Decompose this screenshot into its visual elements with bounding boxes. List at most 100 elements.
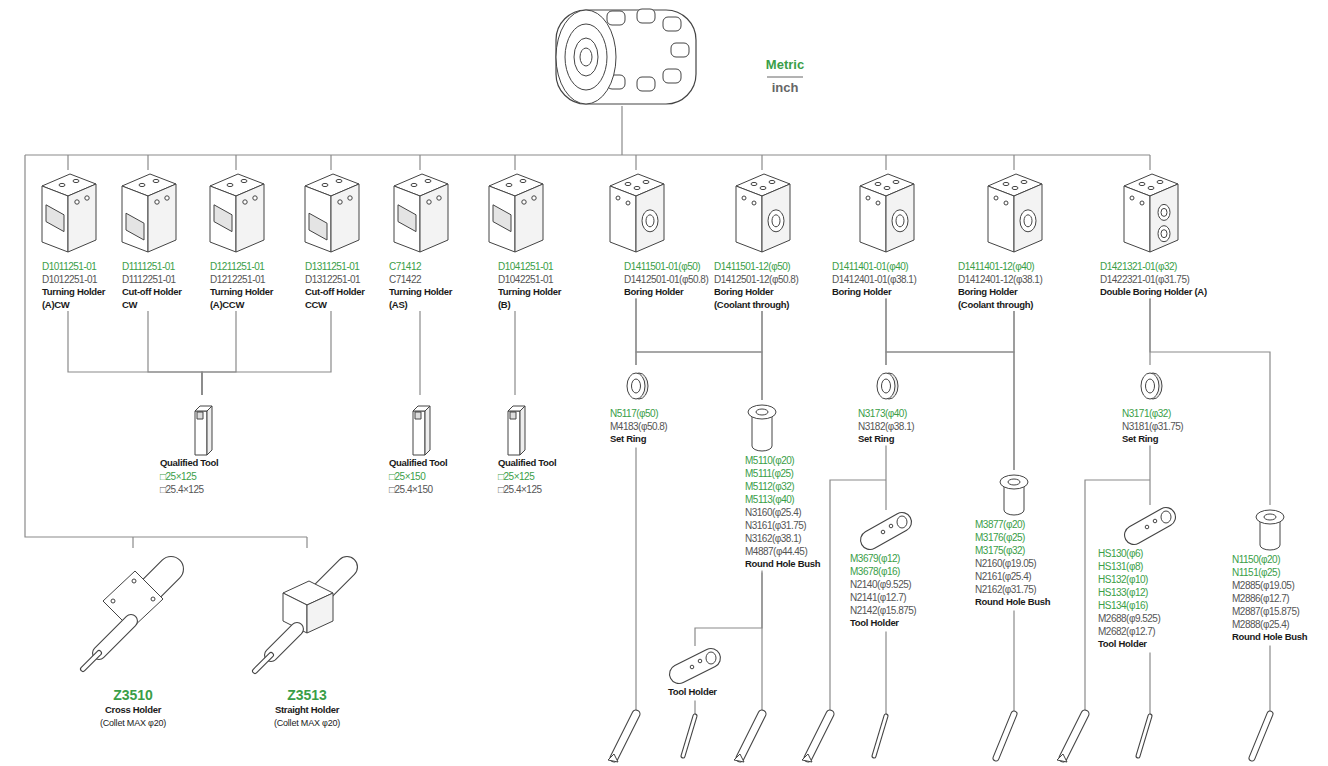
bar-tip xyxy=(608,754,618,762)
part-group: Qualified Tool□25×125□25.4×125 xyxy=(498,395,556,496)
bar-tip xyxy=(734,754,744,762)
connector-line xyxy=(419,311,420,395)
part-number: D1411401-12(φ40) xyxy=(958,260,1050,273)
part-number: D1212251-01 xyxy=(210,273,286,286)
part-name: Tool Holder xyxy=(850,617,916,630)
part-group: Tool Holder xyxy=(668,646,717,699)
holder-face xyxy=(420,184,448,252)
part-group: Z3513Straight Holder(Collet MAX φ20) xyxy=(252,548,362,729)
part-number: N3181(φ31.75) xyxy=(1122,420,1183,433)
tool-insert xyxy=(197,412,203,419)
part-number: N3161(φ31.75) xyxy=(745,519,820,532)
part-name: Tool Holder xyxy=(668,686,717,699)
bore-hole xyxy=(642,210,658,232)
part-group: D1211251-01D1212251-01Turning Holder (A)… xyxy=(210,168,286,311)
part-name: Boring Holder xyxy=(832,286,916,299)
turret-pocket xyxy=(637,77,655,91)
part-name: Turning Holder (A)CCW xyxy=(210,286,286,311)
part-group: D1411501-01(φ50)D1412501-01(φ50.8)Boring… xyxy=(624,168,708,299)
part-name: Tool Holder xyxy=(1098,638,1160,651)
holder-face xyxy=(1124,186,1150,252)
connector-line xyxy=(202,311,331,395)
part-number: □25.4×125 xyxy=(160,483,218,496)
screw-hole xyxy=(751,182,757,185)
bus-tick xyxy=(885,155,886,170)
part-note: (Collet MAX φ20) xyxy=(252,717,362,729)
holder-face xyxy=(886,184,914,252)
screw-hole xyxy=(253,196,257,200)
holder-block xyxy=(307,593,333,633)
part-group: D1011251-01D1012251-01Turning Holder (A)… xyxy=(42,168,118,311)
part-number: M3176(φ25) xyxy=(975,531,1050,544)
turret-drum xyxy=(556,10,696,104)
part-number: M2682(φ12.7) xyxy=(1098,625,1160,638)
part-name: Set Ring xyxy=(1122,433,1183,446)
boring-bar xyxy=(996,714,1014,758)
screw-hole xyxy=(1153,519,1157,523)
screw-hole xyxy=(1140,201,1144,205)
bush-hole xyxy=(756,409,768,415)
part-group: Qualified Tool□25×125□25.4×125 xyxy=(160,395,218,496)
part-number: M3678(φ16) xyxy=(850,565,916,578)
bolt-hole xyxy=(151,597,155,601)
tool-holder-bore xyxy=(1161,511,1171,523)
part-name: Round Hole Bush xyxy=(745,558,820,571)
part-name: Set Ring xyxy=(610,433,667,446)
screw-hole xyxy=(522,200,526,204)
part-number: N2161(φ25.4) xyxy=(975,570,1050,583)
part-number: M5111(φ25) xyxy=(745,467,820,480)
part-number: D1112251-01 xyxy=(122,273,198,286)
bus-tick xyxy=(306,537,307,548)
unit-rule xyxy=(767,77,803,78)
branch-line xyxy=(635,448,636,713)
tool-pin xyxy=(83,653,99,669)
part-group: HS130(φ6)HS131(φ8)HS132(φ10)HS133(φ12)HS… xyxy=(1098,505,1160,651)
part-name: Cut-off Holder CCW xyxy=(305,286,381,311)
screw-hole xyxy=(881,530,885,534)
connector-line xyxy=(202,311,236,395)
boring-bar xyxy=(740,714,762,758)
screw-hole xyxy=(75,200,79,204)
connector-line xyxy=(148,311,202,395)
screw-hole xyxy=(348,196,352,200)
turret-face xyxy=(565,24,607,90)
unit-label: inch xyxy=(745,80,825,96)
part-number: Z3513 xyxy=(252,686,362,704)
set-ring xyxy=(877,373,895,399)
collet-nose xyxy=(271,629,297,655)
screw-hole xyxy=(85,196,89,200)
part-number: N1150(φ20) xyxy=(1232,553,1307,566)
tool-shank xyxy=(508,406,525,411)
set-ring xyxy=(1141,373,1159,399)
part-number: M3175(φ32) xyxy=(975,544,1050,557)
bus-line xyxy=(25,154,1150,155)
part-name: Double Boring Holder (A) xyxy=(1100,286,1207,299)
part-number: □25×125 xyxy=(498,470,556,483)
boring-bar xyxy=(808,714,830,758)
part-number: HS132(φ10) xyxy=(1098,573,1160,586)
part-number: D1011251-01 xyxy=(42,260,118,273)
bore-hole xyxy=(1020,210,1036,232)
screw-hole xyxy=(616,196,620,200)
part-number: M5112(φ32) xyxy=(745,480,820,493)
boring-bar xyxy=(683,716,695,756)
holder-face xyxy=(394,186,420,252)
bolt-hole xyxy=(132,579,136,583)
turret-pocket xyxy=(663,69,681,83)
part-number: N3173(φ40) xyxy=(858,407,914,420)
part-group: D1111251-01D1112251-01Cut-off Holder CW xyxy=(122,168,198,311)
boring-bar xyxy=(683,716,695,756)
set-ring xyxy=(1146,379,1155,393)
connector-line xyxy=(636,311,762,365)
holder-face xyxy=(489,186,515,252)
holder-face xyxy=(68,184,96,252)
screw-hole xyxy=(437,196,441,200)
screw-hole xyxy=(336,179,342,182)
bore-hole xyxy=(646,215,654,227)
part-name: Boring Holder (Coolant through) xyxy=(714,286,806,311)
part-number: N1151(φ25) xyxy=(1232,566,1307,579)
holder-face xyxy=(42,186,68,252)
turret-hub xyxy=(574,38,598,76)
